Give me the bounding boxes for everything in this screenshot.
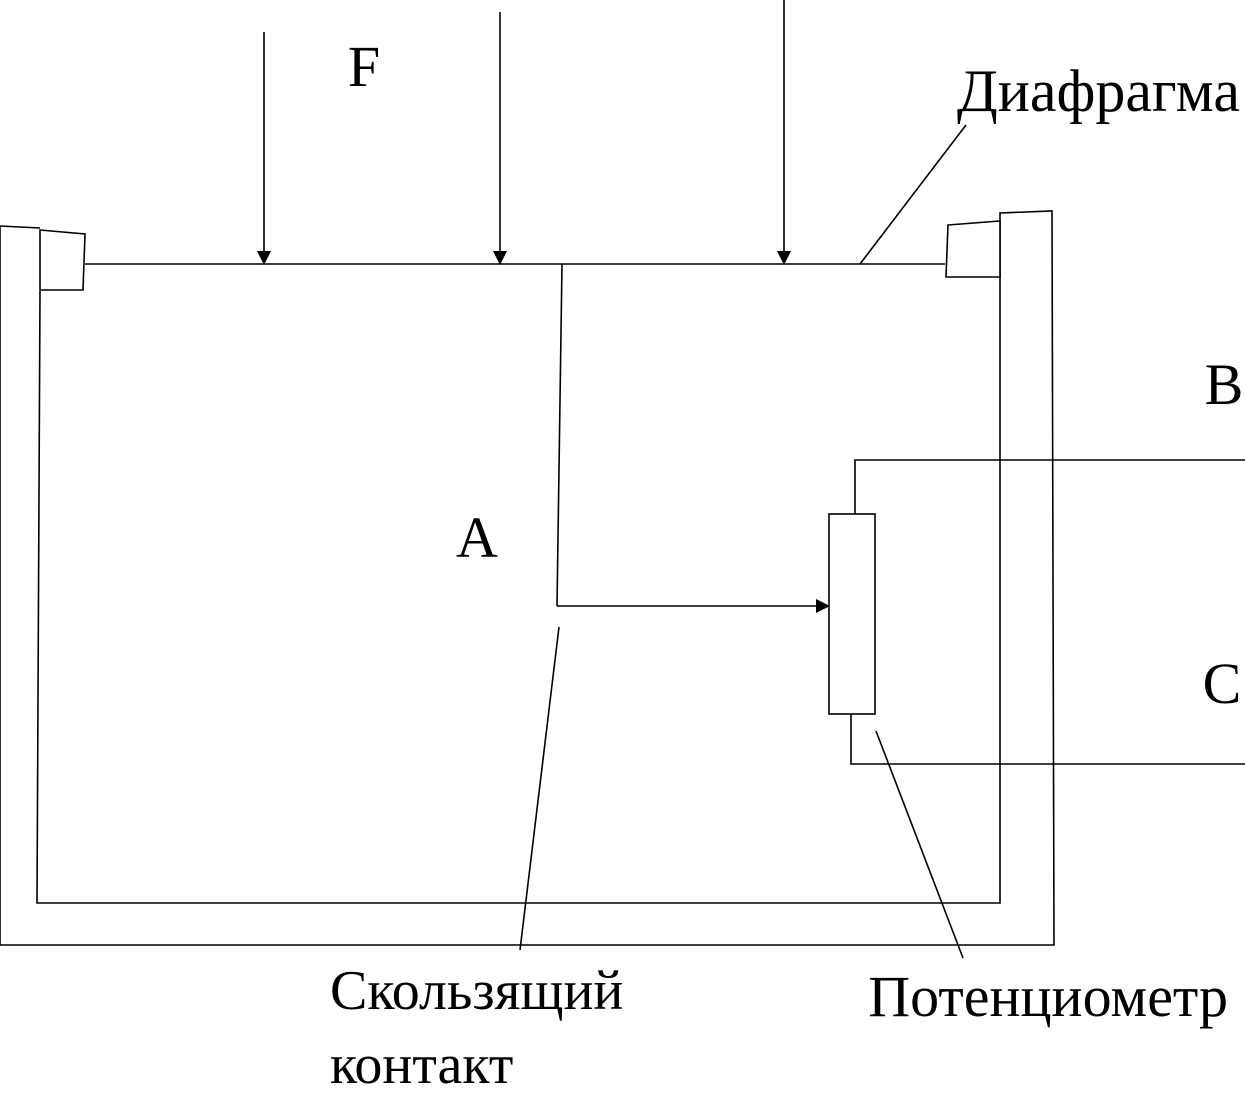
point-a-label: A	[456, 505, 498, 570]
terminal-b-label: B	[1205, 352, 1244, 417]
sliding-contact-leader-line	[519, 626, 560, 951]
right-diaphragm-clamp	[945, 220, 1001, 278]
housing-outer-wall	[0, 210, 1055, 946]
diaphragm-label: Диафрагма	[957, 58, 1240, 124]
sliding-contact-rod	[556, 263, 563, 607]
left-diaphragm-clamp	[39, 229, 86, 291]
force-label: F	[348, 34, 380, 99]
sliding-contact-label-line2: контакт	[330, 1034, 513, 1096]
terminal-c-label: C	[1203, 651, 1242, 716]
wire-to-terminal-b	[854, 459, 1245, 514]
potentiometer-leader-line	[875, 730, 964, 959]
sliding-contact-label-line1: Скользящий	[330, 960, 623, 1022]
wire-to-terminal-c	[850, 714, 1245, 765]
potentiometer-body	[828, 513, 876, 715]
diaphragm-leader-line	[859, 124, 967, 265]
potentiometer-label: Потенциометр	[868, 964, 1228, 1029]
